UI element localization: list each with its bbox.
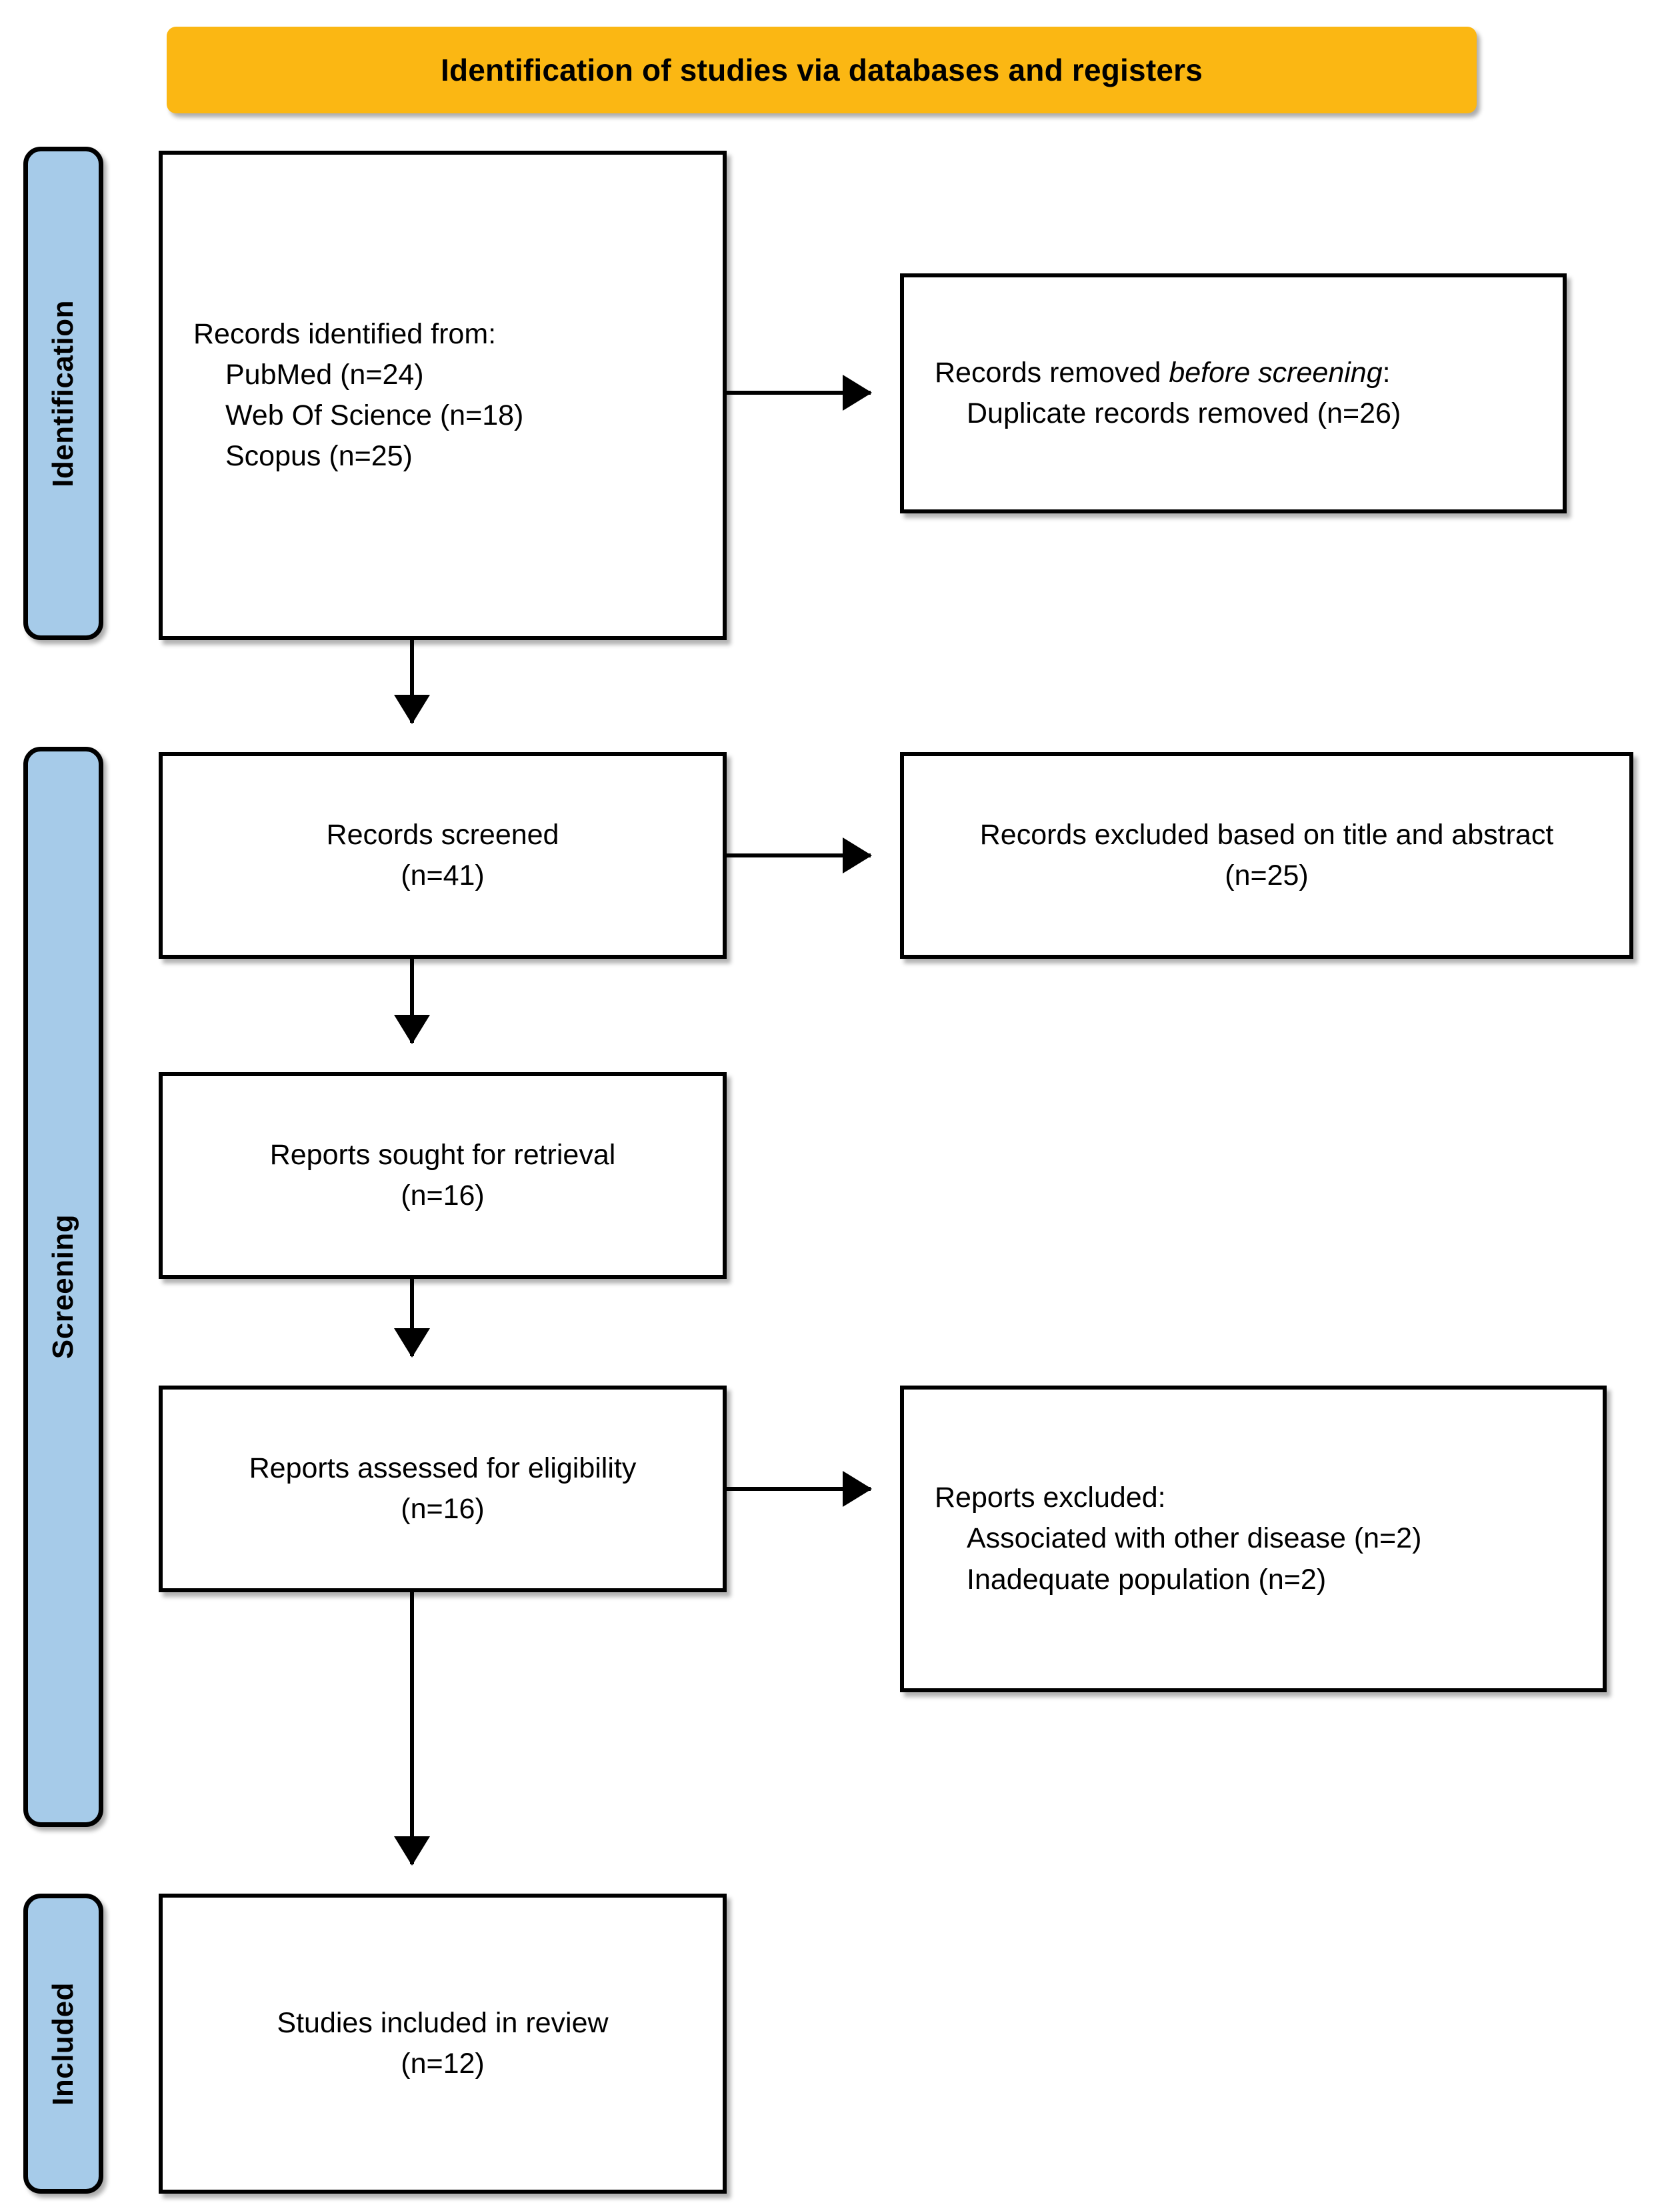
stage-label-identification: Identification <box>23 147 103 640</box>
records-excluded-count: (n=25) <box>1225 859 1309 891</box>
diagram-title: Identification of studies via databases … <box>440 53 1203 87</box>
records-identified-heading: Records identified from: <box>193 317 497 350</box>
reports-assessed-count: (n=16) <box>401 1493 485 1525</box>
records-removed-heading-prefix: Records removed <box>935 356 1169 389</box>
arrow-screened-to-sought <box>394 959 430 1044</box>
stage-label-included-text: Included <box>47 1982 79 2106</box>
records-screened-label: Records screened <box>326 818 559 851</box>
reports-excluded-reason-inadequate-population: Inadequate population (n=2) <box>967 1563 1327 1596</box>
records-removed-heading: Records removed before screening: <box>935 353 1563 393</box>
arrow-assessed-to-included <box>394 1592 430 1866</box>
box-reports-excluded: Reports excluded: Associated with other … <box>900 1386 1607 1692</box>
stage-label-screening-text: Screening <box>47 1214 79 1360</box>
reports-excluded-heading: Reports excluded: <box>935 1482 1166 1514</box>
box-records-screened: Records screened (n=41) <box>159 752 727 959</box>
arrowhead-right-icon <box>843 375 872 411</box>
box-studies-included: Studies included in review (n=12) <box>159 1894 727 2194</box>
reports-assessed-label: Reports assessed for eligibility <box>249 1452 637 1484</box>
studies-included-count: (n=12) <box>401 2048 485 2080</box>
records-screened-count: (n=41) <box>401 859 485 891</box>
arrow-assessed-to-reports-excluded <box>727 1471 872 1507</box>
records-identified-source-scopus: Scopus (n=25) <box>225 440 413 473</box>
arrowhead-down-icon <box>394 1015 430 1044</box>
arrowhead-down-icon <box>394 1836 430 1866</box>
box-records-excluded-title-abstract: Records excluded based on title and abst… <box>900 752 1633 959</box>
stage-label-identification-text: Identification <box>47 299 79 487</box>
records-removed-duplicates: Duplicate records removed (n=26) <box>967 397 1401 429</box>
arrow-screened-to-excluded <box>727 837 872 873</box>
records-identified-source-pubmed: PubMed (n=24) <box>225 358 424 391</box>
box-reports-assessed: Reports assessed for eligibility (n=16) <box>159 1386 727 1592</box>
reports-sought-count: (n=16) <box>401 1180 485 1212</box>
stage-label-screening: Screening <box>23 747 103 1827</box>
arrow-identified-to-screened <box>394 640 430 724</box>
records-excluded-label: Records excluded based on title and abst… <box>979 818 1554 851</box>
arrowhead-down-icon <box>394 1328 430 1358</box>
arrowhead-down-icon <box>394 695 430 724</box>
reports-excluded-reason-other-disease: Associated with other disease (n=2) <box>967 1522 1422 1555</box>
diagram-title-banner: Identification of studies via databases … <box>167 27 1477 113</box>
records-removed-heading-suffix: : <box>1382 356 1391 389</box>
arrow-identified-to-removed <box>727 375 872 411</box>
studies-included-label: Studies included in review <box>277 2006 609 2039</box>
records-removed-heading-italic: before screening <box>1169 356 1383 389</box>
box-reports-sought: Reports sought for retrieval (n=16) <box>159 1072 727 1279</box>
box-records-removed: Records removed before screening: Duplic… <box>900 273 1567 513</box>
records-identified-source-web-of-science: Web Of Science (n=18) <box>225 399 524 431</box>
arrow-sought-to-assessed <box>394 1279 430 1358</box>
arrowhead-right-icon <box>843 837 872 873</box>
stage-label-included: Included <box>23 1894 103 2194</box>
arrowhead-right-icon <box>843 1471 872 1507</box>
box-records-identified: Records identified from: PubMed (n=24) W… <box>159 151 727 640</box>
reports-sought-label: Reports sought for retrieval <box>269 1138 616 1171</box>
